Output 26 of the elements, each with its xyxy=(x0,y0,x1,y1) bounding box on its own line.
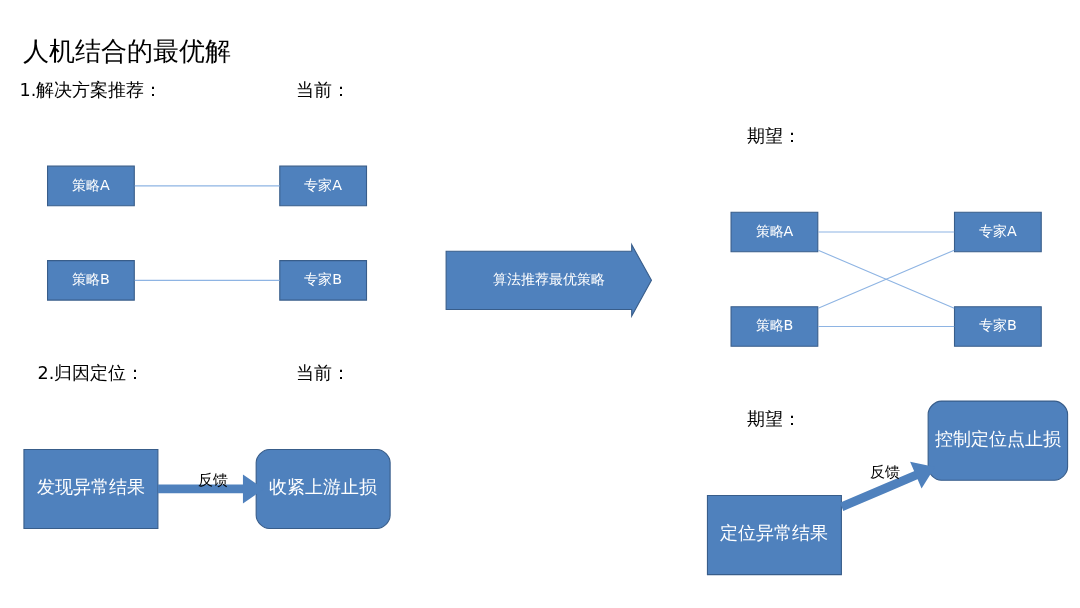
node-box: 策略A xyxy=(47,165,135,206)
connector xyxy=(134,279,281,281)
node-box: 发现异常结果 xyxy=(23,448,159,529)
node-box: 策略B xyxy=(730,305,819,347)
label: 当前： xyxy=(296,362,351,383)
node-box: 专家A xyxy=(279,165,368,206)
connector xyxy=(817,231,955,233)
node-box: 策略B xyxy=(47,259,135,301)
label: 2.归因定位： xyxy=(37,362,145,383)
label: 1.解决方案推荐： xyxy=(19,79,163,100)
node-box: 控制定位点止损 xyxy=(927,400,1069,481)
node-box: 策略A xyxy=(730,211,819,252)
node-box: 专家B xyxy=(953,305,1042,347)
label: 当前： xyxy=(296,79,351,100)
diagram-title: 人机结合的最优解 xyxy=(23,35,232,66)
connector xyxy=(817,325,955,327)
label: 期望： xyxy=(747,125,802,146)
node-box: 定位异常结果 xyxy=(706,494,842,575)
edge-label: 反馈 xyxy=(197,470,228,489)
node-box: 专家B xyxy=(279,259,368,301)
node-box: 收紧上游止损 xyxy=(255,448,391,529)
connector xyxy=(134,184,281,186)
node-box: 专家A xyxy=(953,211,1042,252)
edge-label: 反馈 xyxy=(869,462,900,481)
label: 期望： xyxy=(747,408,802,429)
connector xyxy=(817,249,955,309)
